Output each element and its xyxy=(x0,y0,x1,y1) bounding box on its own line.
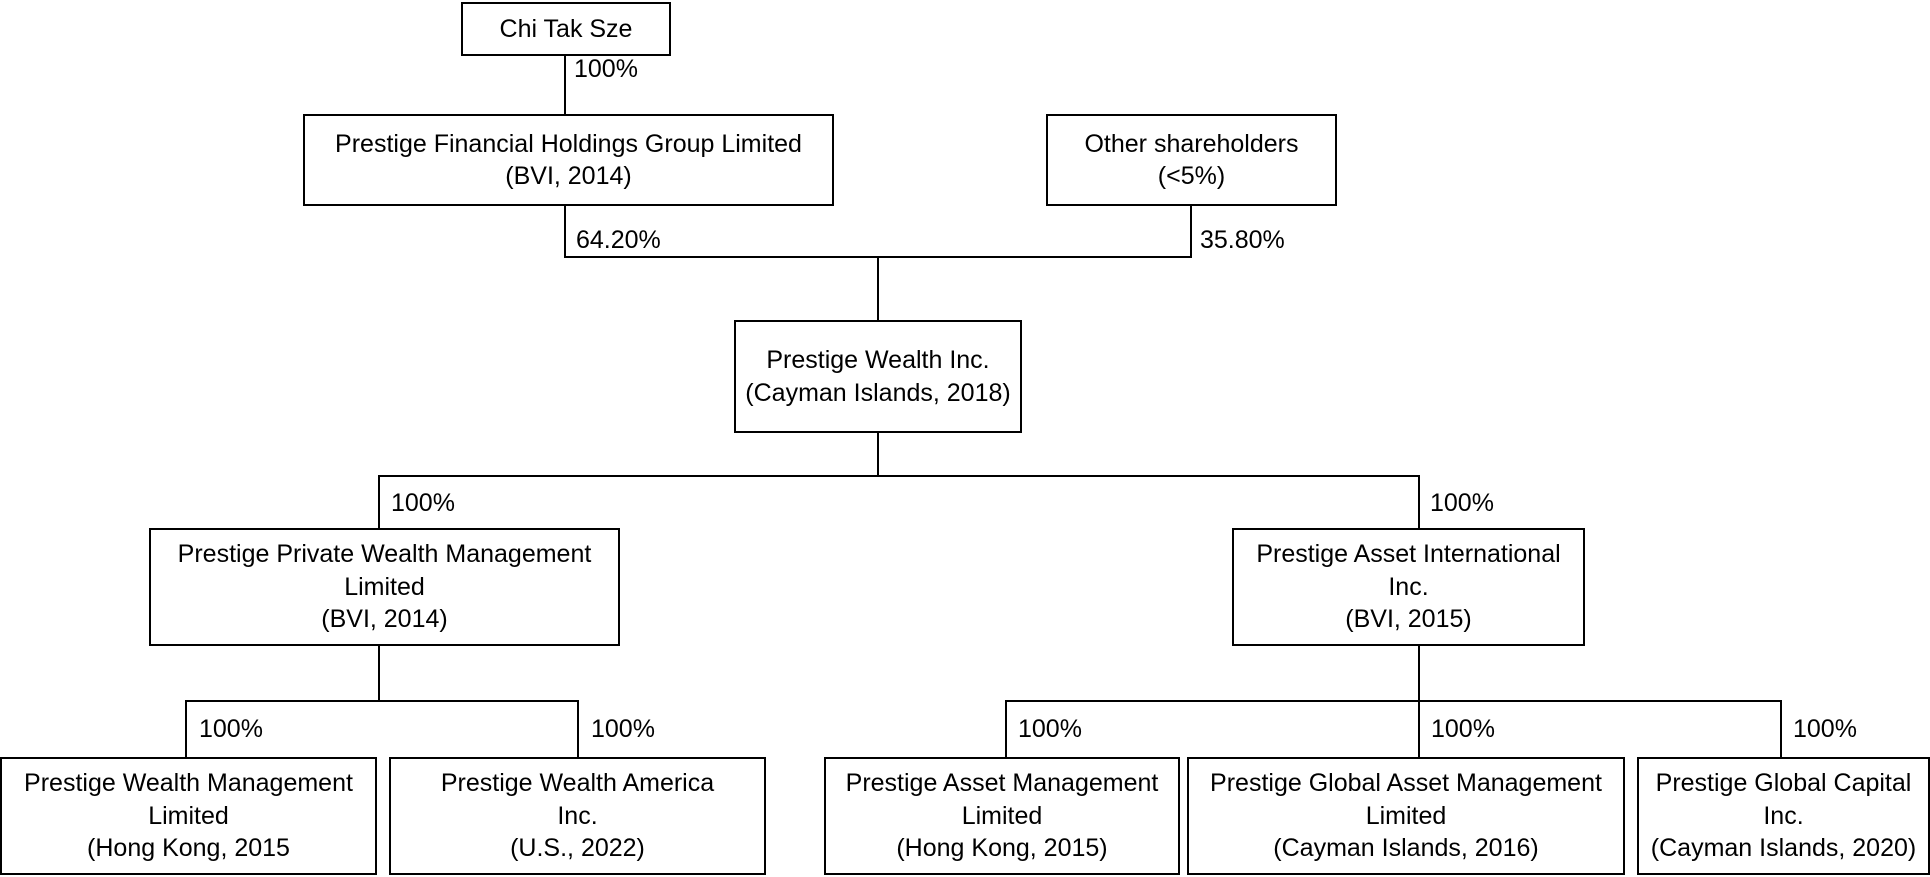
connector-private-down xyxy=(378,645,380,701)
node-prestige-global-asset-management-line2: Limited xyxy=(1365,801,1447,830)
node-other-shareholders-line1: Other shareholders xyxy=(1084,129,1299,158)
edge-label-private-to-america: 100% xyxy=(591,715,655,743)
connector-to-am-hk xyxy=(1005,700,1007,758)
node-prestige-global-capital[interactable]: Prestige Global Capital Inc. (Cayman Isl… xyxy=(1637,757,1930,875)
node-prestige-private-wealth-management-line1: Prestige Private Wealth Management xyxy=(177,540,592,569)
node-prestige-wealth-america-line1: Prestige Wealth America xyxy=(440,769,715,798)
connector-other-down xyxy=(1190,205,1192,257)
node-prestige-wealth-management-limited[interactable]: Prestige Wealth Management Limited (Hong… xyxy=(0,757,377,875)
connector-right-group-horizontal xyxy=(1005,700,1782,702)
node-prestige-wealth-america-line3: (U.S., 2022) xyxy=(510,834,645,863)
node-prestige-wealth-america[interactable]: Prestige Wealth America Inc. (U.S., 2022… xyxy=(389,757,766,875)
connector-to-wealth-inc xyxy=(877,256,879,321)
node-prestige-wealth-inc-line1: Prestige Wealth Inc. xyxy=(766,346,990,374)
connector-to-private-wealth xyxy=(378,475,380,529)
node-prestige-private-wealth-management[interactable]: Prestige Private Wealth Management Limit… xyxy=(149,528,620,646)
connector-to-global-capital xyxy=(1780,700,1782,758)
connector-left-group-horizontal xyxy=(185,700,579,702)
edge-label-holdings-to-wealth: 64.20% xyxy=(576,226,661,254)
connector-wealth-down xyxy=(877,432,879,476)
node-chi-tak-sze-line1: Chi Tak Sze xyxy=(499,14,633,43)
edge-label-wealth-to-asset-intl: 100% xyxy=(1430,489,1494,517)
node-other-shareholders-line2: (<5%) xyxy=(1157,162,1226,190)
node-prestige-global-capital-line3: (Cayman Islands, 2020) xyxy=(1650,834,1917,863)
connector-to-global-am xyxy=(1418,700,1420,758)
node-prestige-wealth-management-limited-line1: Prestige Wealth Management xyxy=(24,769,353,798)
node-prestige-financial-holdings-line1: Prestige Financial Holdings Group Limite… xyxy=(335,129,802,158)
node-chi-tak-sze[interactable]: Chi Tak Sze xyxy=(461,2,671,56)
connector-asset-down xyxy=(1418,645,1420,701)
node-prestige-global-capital-line2: Inc. xyxy=(1763,801,1804,830)
node-prestige-financial-holdings-line2: (BVI, 2014) xyxy=(505,162,632,190)
edge-label-other-to-wealth: 35.80% xyxy=(1200,226,1285,254)
node-prestige-asset-management-limited-line3: (Hong Kong, 2015) xyxy=(896,834,1108,863)
node-prestige-asset-management-limited-line1: Prestige Asset Management xyxy=(845,769,1159,798)
edge-label-private-to-wm-hk: 100% xyxy=(199,715,263,743)
node-prestige-global-asset-management-line3: (Cayman Islands, 2016) xyxy=(1273,834,1539,863)
node-prestige-wealth-inc[interactable]: Prestige Wealth Inc. (Cayman Islands, 20… xyxy=(734,320,1022,433)
node-prestige-asset-international-line1: Prestige Asset International xyxy=(1256,540,1561,569)
connector-to-asset-intl xyxy=(1418,475,1420,529)
node-prestige-asset-international-line2: Inc. xyxy=(1388,572,1429,601)
node-prestige-asset-international[interactable]: Prestige Asset International Inc. (BVI, … xyxy=(1232,528,1585,646)
edge-label-asset-to-global-capital: 100% xyxy=(1793,715,1857,743)
node-prestige-private-wealth-management-line3: (BVI, 2014) xyxy=(321,605,448,634)
connector-holdings-down xyxy=(564,205,566,257)
connector-owner-to-holdings xyxy=(564,55,566,115)
node-other-shareholders[interactable]: Other shareholders (<5%) xyxy=(1046,114,1337,206)
connector-level4-horizontal xyxy=(378,475,1420,477)
node-prestige-asset-management-limited-line2: Limited xyxy=(961,801,1043,830)
connector-to-wealth-america xyxy=(577,700,579,758)
connector-to-wm-hk xyxy=(185,700,187,758)
node-prestige-wealth-management-limited-line3: (Hong Kong, 2015 xyxy=(87,834,290,863)
edge-label-owner-to-holdings: 100% xyxy=(574,55,638,83)
node-prestige-asset-management-limited[interactable]: Prestige Asset Management Limited (Hong … xyxy=(824,757,1180,875)
node-prestige-asset-international-line3: (BVI, 2015) xyxy=(1345,605,1472,634)
node-prestige-wealth-inc-line2: (Cayman Islands, 2018) xyxy=(745,378,1011,407)
edge-label-asset-to-am-hk: 100% xyxy=(1018,715,1082,743)
node-prestige-global-asset-management[interactable]: Prestige Global Asset Management Limited… xyxy=(1187,757,1625,875)
node-prestige-wealth-america-line2: Inc. xyxy=(557,801,598,830)
node-prestige-wealth-management-limited-line2: Limited xyxy=(148,801,229,830)
node-prestige-financial-holdings[interactable]: Prestige Financial Holdings Group Limite… xyxy=(303,114,834,206)
edge-label-wealth-to-private: 100% xyxy=(391,489,455,517)
node-prestige-global-capital-line1: Prestige Global Capital xyxy=(1655,769,1912,798)
edge-label-asset-to-global-am: 100% xyxy=(1431,715,1495,743)
node-prestige-global-asset-management-line1: Prestige Global Asset Management xyxy=(1210,769,1602,798)
node-prestige-private-wealth-management-line2: Limited xyxy=(344,572,425,601)
